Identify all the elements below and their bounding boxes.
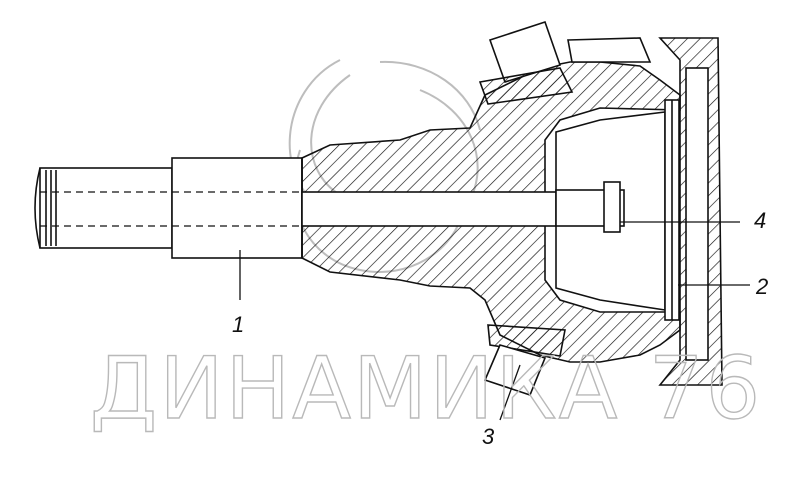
upper-bearing: [478, 20, 652, 105]
shaft: [34, 157, 303, 259]
watermark-text: ДИНАМИКА 76: [90, 339, 762, 439]
callout-1: 1: [232, 312, 244, 337]
leader-lines: [239, 221, 750, 421]
bore-hidden-lines: [40, 191, 302, 227]
callout-2: 2: [755, 274, 768, 299]
callout-4: 4: [754, 208, 766, 233]
inner-fitting: [555, 181, 625, 233]
end-cover: [658, 37, 723, 386]
lower-bearing: [483, 324, 566, 396]
callout-3: 3: [482, 424, 495, 449]
